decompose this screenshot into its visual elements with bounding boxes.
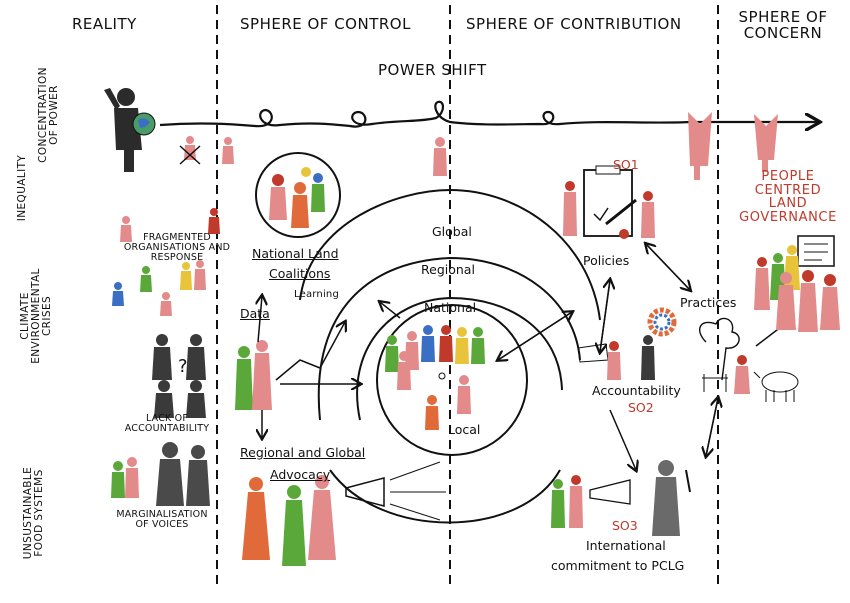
megaphone-sound	[389, 461, 446, 521]
so1-label: SO1	[613, 157, 639, 172]
so2-label: SO2	[628, 400, 654, 415]
row-label-climate-environmental-crises: CLIMATE ENVIRONMENTAL CRISES	[19, 264, 60, 368]
concern-header-line2: CONCERN	[743, 23, 823, 42]
marginalisation-line1: MARGINALISATION	[116, 509, 208, 520]
accountability-figures: ?	[152, 334, 206, 418]
center-to-accountability-arrow-back	[498, 311, 573, 360]
so3-figures	[551, 460, 691, 536]
local-label: Local	[448, 422, 481, 437]
pink-figures-power-line	[433, 112, 778, 180]
row-label-climate-line3: CRISES	[41, 295, 54, 337]
svg-text:?: ?	[178, 356, 188, 377]
concern-line4: GOVERNANCE	[739, 209, 837, 225]
so3-practices-arrow	[705, 398, 718, 457]
megaphone	[345, 477, 385, 507]
tail-to-so3-arrow	[609, 409, 636, 470]
policies-label: Policies	[583, 253, 630, 268]
concern-line2: CENTRED	[754, 182, 822, 198]
lack-of-accountability-label: LACK OF ACCOUNTABILITY	[112, 414, 222, 434]
accountability-label: Accountability	[592, 383, 681, 398]
concern-line1: PEOPLE	[761, 169, 815, 184]
fragmented-line2: ORGANISATIONS AND	[123, 241, 231, 253]
column-header-sphere-of-concern: SPHERE OF CONCERN	[728, 8, 838, 42]
national-to-policies-arrow	[380, 302, 401, 319]
fragmented-figures	[112, 208, 220, 316]
data-trend-line	[275, 322, 345, 381]
sdg-wheel	[647, 307, 677, 337]
fragmented-organisations-label: FRAGMENTED ORGANISATIONS AND RESPONSE	[122, 233, 232, 263]
column-header-reality: REALITY	[72, 15, 137, 33]
column-header-sphere-of-control: SPHERE OF CONTROL	[240, 15, 411, 33]
accountability-line1: LACK OF	[145, 413, 189, 424]
data-figures	[235, 340, 272, 410]
fragmented-line3: RESPONSE	[150, 251, 204, 263]
circle-tail	[329, 469, 561, 524]
row-label-concentration-line2: OF POWER	[48, 85, 61, 145]
concentric-circles	[299, 188, 601, 456]
national-figures	[385, 325, 485, 430]
data-arrow-up	[258, 296, 262, 343]
small-crossed-figure	[179, 136, 201, 165]
power-shift-label: POWER SHIFT	[378, 61, 487, 79]
national-label: National	[424, 300, 477, 315]
international-commitment-line2: commitment to PCLG	[551, 558, 685, 573]
concern-header-line1: SPHERE OF	[738, 8, 828, 26]
accountability-figures-contribution	[577, 335, 655, 380]
concern-line3: LAND	[768, 196, 808, 212]
powerful-figure	[104, 88, 156, 172]
row-label-inequality: INEQUALITY	[16, 154, 28, 222]
so3-label: SO3	[612, 518, 638, 533]
practices-scene	[698, 317, 799, 402]
accountability-line2: ACCOUNTABILITY	[124, 422, 210, 434]
fragmented-line1: FRAGMENTED	[143, 232, 211, 243]
advocacy-label-line2: Advocacy	[270, 467, 331, 482]
accountability-policies-arrow	[599, 280, 610, 353]
data-label: Data	[240, 306, 270, 321]
regional-label: Regional	[421, 262, 475, 277]
marginalised-figures	[111, 442, 210, 506]
policies-clipboard	[563, 165, 655, 239]
marginalisation-line2: OF VOICES	[135, 518, 189, 530]
national-land-coalitions-label-line1: National Land	[252, 246, 339, 261]
advocacy-label-line1: Regional and Global	[240, 445, 366, 460]
small-pink-figure-reality	[222, 137, 234, 164]
international-commitment-line1: International	[586, 538, 666, 553]
concern-figures	[754, 235, 840, 332]
global-label: Global	[432, 224, 472, 239]
power-shift-line	[159, 100, 818, 127]
row-label-food-line2: FOOD SYSTEMS	[33, 469, 46, 557]
people-centred-land-governance-label: PEOPLE CENTRED LAND GOVERNANCE	[728, 170, 848, 225]
advocacy-figures	[242, 475, 336, 566]
column-header-sphere-of-contribution: SPHERE OF CONTRIBUTION	[466, 15, 682, 33]
practices-label: Practices	[680, 295, 737, 310]
marginalisation-of-voices-label: MARGINALISATION OF VOICES	[102, 510, 222, 530]
row-label-concentration-of-power: CONCENTRATION OF POWER	[37, 60, 68, 170]
practices-policies-arrow	[646, 244, 691, 291]
row-label-unsustainable-food-systems: UNSUSTAINABLE FOOD SYSTEMS	[22, 451, 53, 575]
learning-label: Learning	[294, 289, 340, 300]
coalition-circle	[255, 152, 341, 238]
national-land-coalitions-label-line2: Coalitions	[269, 266, 331, 281]
